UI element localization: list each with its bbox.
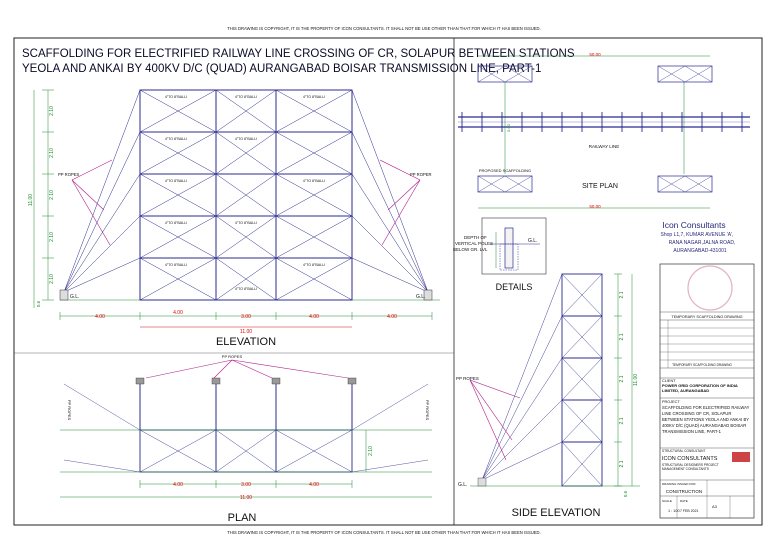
revision-header: TEMPORARY SCAFFOLDING DRAWING: [671, 315, 742, 319]
elevation-label: ELEVATION: [216, 336, 276, 348]
elevation-small-dim: 0.6: [36, 300, 41, 307]
stamp-company: Icon Consultants: [662, 220, 725, 230]
plan-total-dim: 11.00: [240, 495, 252, 501]
proposed-scaffolding-label: PROPOSED SCAFFOLDING: [479, 168, 531, 173]
elevation-balli-label-5: 4"TO 8"BALLI: [235, 137, 257, 141]
consultant-name: ICON CONSULTANTS: [662, 456, 718, 462]
details-depth-text-3: BELOW GR. LVL: [453, 247, 488, 252]
plan-depth-dim: 2.10: [368, 446, 374, 456]
elevation-gl-right: G.L.: [416, 294, 425, 300]
elevation-dim-5: 2.10: [49, 274, 55, 284]
elevation-balli-label-3: 4"TO 8"BALLI: [303, 95, 325, 99]
copyright-top: THIS DRAWING IS COPYRIGHT, IT IS THE PRO…: [227, 26, 541, 31]
side-elevation-label: SIDE ELEVATION: [512, 507, 601, 519]
site-plan-view: [458, 55, 750, 209]
consultant-label: STRUCTURAL CONSULTANT: [662, 449, 705, 453]
plan-dim-2: 3.00: [241, 482, 251, 488]
elevation-dim-1: 2.10: [49, 106, 55, 116]
plan-label: PLAN: [228, 512, 257, 524]
side-elevation-total: 11.00: [633, 374, 639, 386]
elevation-balli-label-2: 4"TO 8"BALLI: [235, 95, 257, 99]
site-plan-label: SITE PLAN: [582, 183, 618, 190]
details-depth-text-2: VERTICAL POLES: [455, 241, 493, 246]
elevation-left-dimension: [33, 89, 54, 308]
elevation-dim-4: 2.10: [49, 232, 55, 242]
elevation-bottom-dim-5: 4.00: [387, 314, 397, 320]
site-plan-bottom-dim: 50.00: [589, 204, 601, 209]
stamp-line-3: AURANGABAD-431001: [673, 248, 727, 254]
elevation-balli-label-4: 4"TO 8"BALLI: [165, 137, 187, 141]
stamp-line-2: RANA NAGAR,JALNA ROAD,: [669, 240, 736, 246]
side-elevation-dim-2: 2.1: [619, 333, 625, 340]
stamp-line-1: Shop L1,7, KUMAR AVENUE 'A',: [661, 232, 734, 238]
elevation-balli-label-11: 4"TO 8"BALLI: [303, 263, 325, 267]
plan-bottom-dimension: [60, 480, 432, 498]
project-label: PROJECT: [662, 400, 680, 404]
site-plan-side-dim: 5.00: [506, 123, 511, 132]
company-stamp: Icon Consultants Shop L1,7, KUMAR AVENUE…: [661, 220, 736, 311]
date-value: 7 FEB 2021: [680, 509, 699, 513]
elevation-bottom-dim-2: 4.00: [173, 310, 183, 316]
drawing-title-line-1: SCAFFOLDING FOR ELECTRIFIED RAILWAY LINE…: [22, 48, 575, 60]
plan-left-rope-label: PP ROPES: [67, 400, 72, 421]
elevation-bottom-dim-4: 4.00: [309, 314, 319, 320]
plan-right-rope-label: PP ROPES: [425, 400, 430, 421]
copyright-bottom: THIS DRAWING IS COPYRIGHT, IT IS THE PRO…: [227, 530, 541, 535]
details-depth-text-1: DEPTH OF: [464, 235, 487, 240]
side-elevation-pp-ropes: PP ROPES: [456, 376, 479, 381]
sheet-size: A3: [712, 504, 718, 509]
elevation-dim-2: 2.10: [49, 148, 55, 158]
title-block: [659, 263, 755, 519]
elevation-dim-3: 2.10: [49, 190, 55, 200]
outer-frame: [13, 37, 763, 526]
details-label: DETAILS: [496, 282, 533, 292]
elevation-bottom-dimension: [59, 312, 433, 328]
elevation-balli-label-1: 4"TO 8"BALLI: [165, 95, 187, 99]
elevation-pp-roper-label: PP ROPER: [410, 172, 432, 177]
scale-label: SCALE: [662, 499, 672, 503]
status-label: DRAWING ISSUED FOR: [662, 482, 696, 486]
elevation-view: [59, 89, 440, 301]
elevation-balli-label-12: 4"TO 8"BALLI: [235, 287, 257, 291]
plan-pp-ropes-label: PP ROPES: [222, 354, 243, 359]
plan-dim-1: 4.00: [173, 482, 183, 488]
details-view: [481, 217, 547, 275]
elevation-balli-label-6: 4"TO 8"BALLI: [165, 179, 187, 183]
elevation-bottom-total: 11.00: [240, 329, 252, 335]
side-elevation-dim-5: 2.1: [619, 460, 625, 467]
revision-line: TEMPORARY SCAFFOLDING DRAWING: [672, 363, 732, 367]
scale-value: 1 : 100: [668, 509, 680, 513]
side-elevation-view: [469, 273, 640, 487]
elevation-total-height: 11.00: [28, 194, 34, 206]
elevation-bottom-dim-1: 4.00: [95, 314, 105, 320]
details-gl-label: G.L.: [528, 238, 537, 244]
elevation-balli-label-10: 4"TO 8"BALLI: [165, 263, 187, 267]
client-label: CLIENT: [662, 379, 676, 383]
project-name: SCAFFOLDING FOR ELECTRIFIED RAILWAY LINE…: [662, 405, 750, 434]
site-plan-top-dim: 50.00: [589, 52, 601, 57]
elevation-balli-label-8: 4"TO 8"BALLI: [165, 221, 187, 225]
consultant-sub: STRUCTURAL DESIGNERS PROJECT MANAGEMENT …: [662, 463, 719, 471]
elevation-pp-ropes-label: PP ROPES: [58, 172, 80, 177]
plan-view: [60, 359, 432, 473]
status-value: CONSTRUCTION: [666, 489, 702, 494]
side-elevation-small: 0.6: [623, 490, 628, 497]
plan-dim-3: 4.00: [309, 482, 319, 488]
date-label: DATE: [680, 499, 688, 503]
elevation-balli-label-7: 4"TO 8"BALLI: [303, 179, 325, 183]
client-name: POWER GRID CORPORATION OF INDIA LIMITED,…: [662, 383, 738, 393]
railway-line-label: RAILWAY LINE: [589, 144, 620, 149]
drawing-title-line-2: YEOLA AND ANKAI BY 400KV D/C (QUAD) AURA…: [22, 63, 541, 75]
side-elevation-dim-1: 2.1: [619, 291, 625, 298]
side-elevation-gl: G.L.: [458, 482, 467, 488]
side-elevation-dim-4: 2.1: [619, 417, 625, 424]
side-elevation-dim-3: 2.1: [619, 375, 625, 382]
elevation-gl-left: G.L.: [70, 294, 79, 300]
elevation-balli-label-9: 4"TO 8"BALLI: [235, 221, 257, 225]
elevation-bottom-dim-3: 3.00: [241, 314, 251, 320]
